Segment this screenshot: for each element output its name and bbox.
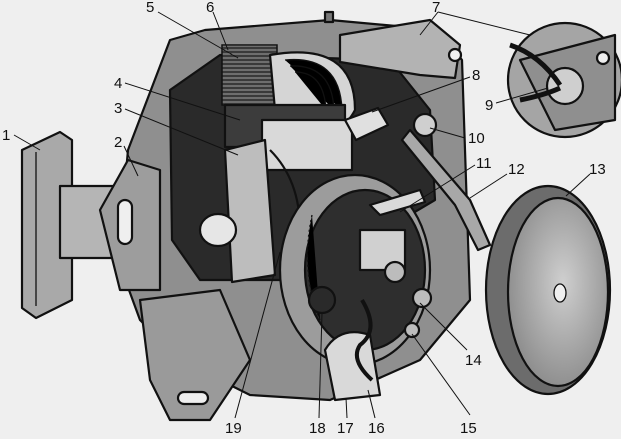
breaker-assembly [278, 112, 492, 402]
callout-6: 6 [206, 0, 214, 16]
leader-lines [13, 11, 591, 419]
callout-8: 8 [472, 67, 480, 84]
callout-labels: 1 2 3 4 5 6 7 8 9 10 11 12 13 14 15 16 1… [2, 0, 606, 437]
callout-13: 13 [589, 161, 606, 178]
callout-9: 9 [485, 97, 493, 114]
callout-4: 4 [114, 75, 122, 92]
callout-17: 17 [337, 420, 354, 437]
callout-19: 19 [225, 420, 242, 437]
callout-11: 11 [476, 155, 492, 172]
callout-14: 14 [465, 352, 482, 369]
callout-18: 18 [309, 420, 326, 437]
top-cover [323, 10, 463, 80]
cable-gland-inset [506, 21, 621, 139]
callout-7: 7 [432, 0, 440, 16]
callout-1: 1 [2, 127, 10, 144]
callout-15: 15 [460, 420, 477, 437]
callout-5: 5 [146, 0, 154, 16]
drive-pulley [484, 184, 612, 396]
callout-12: 12 [508, 161, 525, 178]
callout-2: 2 [114, 134, 122, 151]
callout-16: 16 [368, 420, 385, 437]
callout-10: 10 [468, 130, 485, 147]
callout-3: 3 [114, 100, 122, 117]
